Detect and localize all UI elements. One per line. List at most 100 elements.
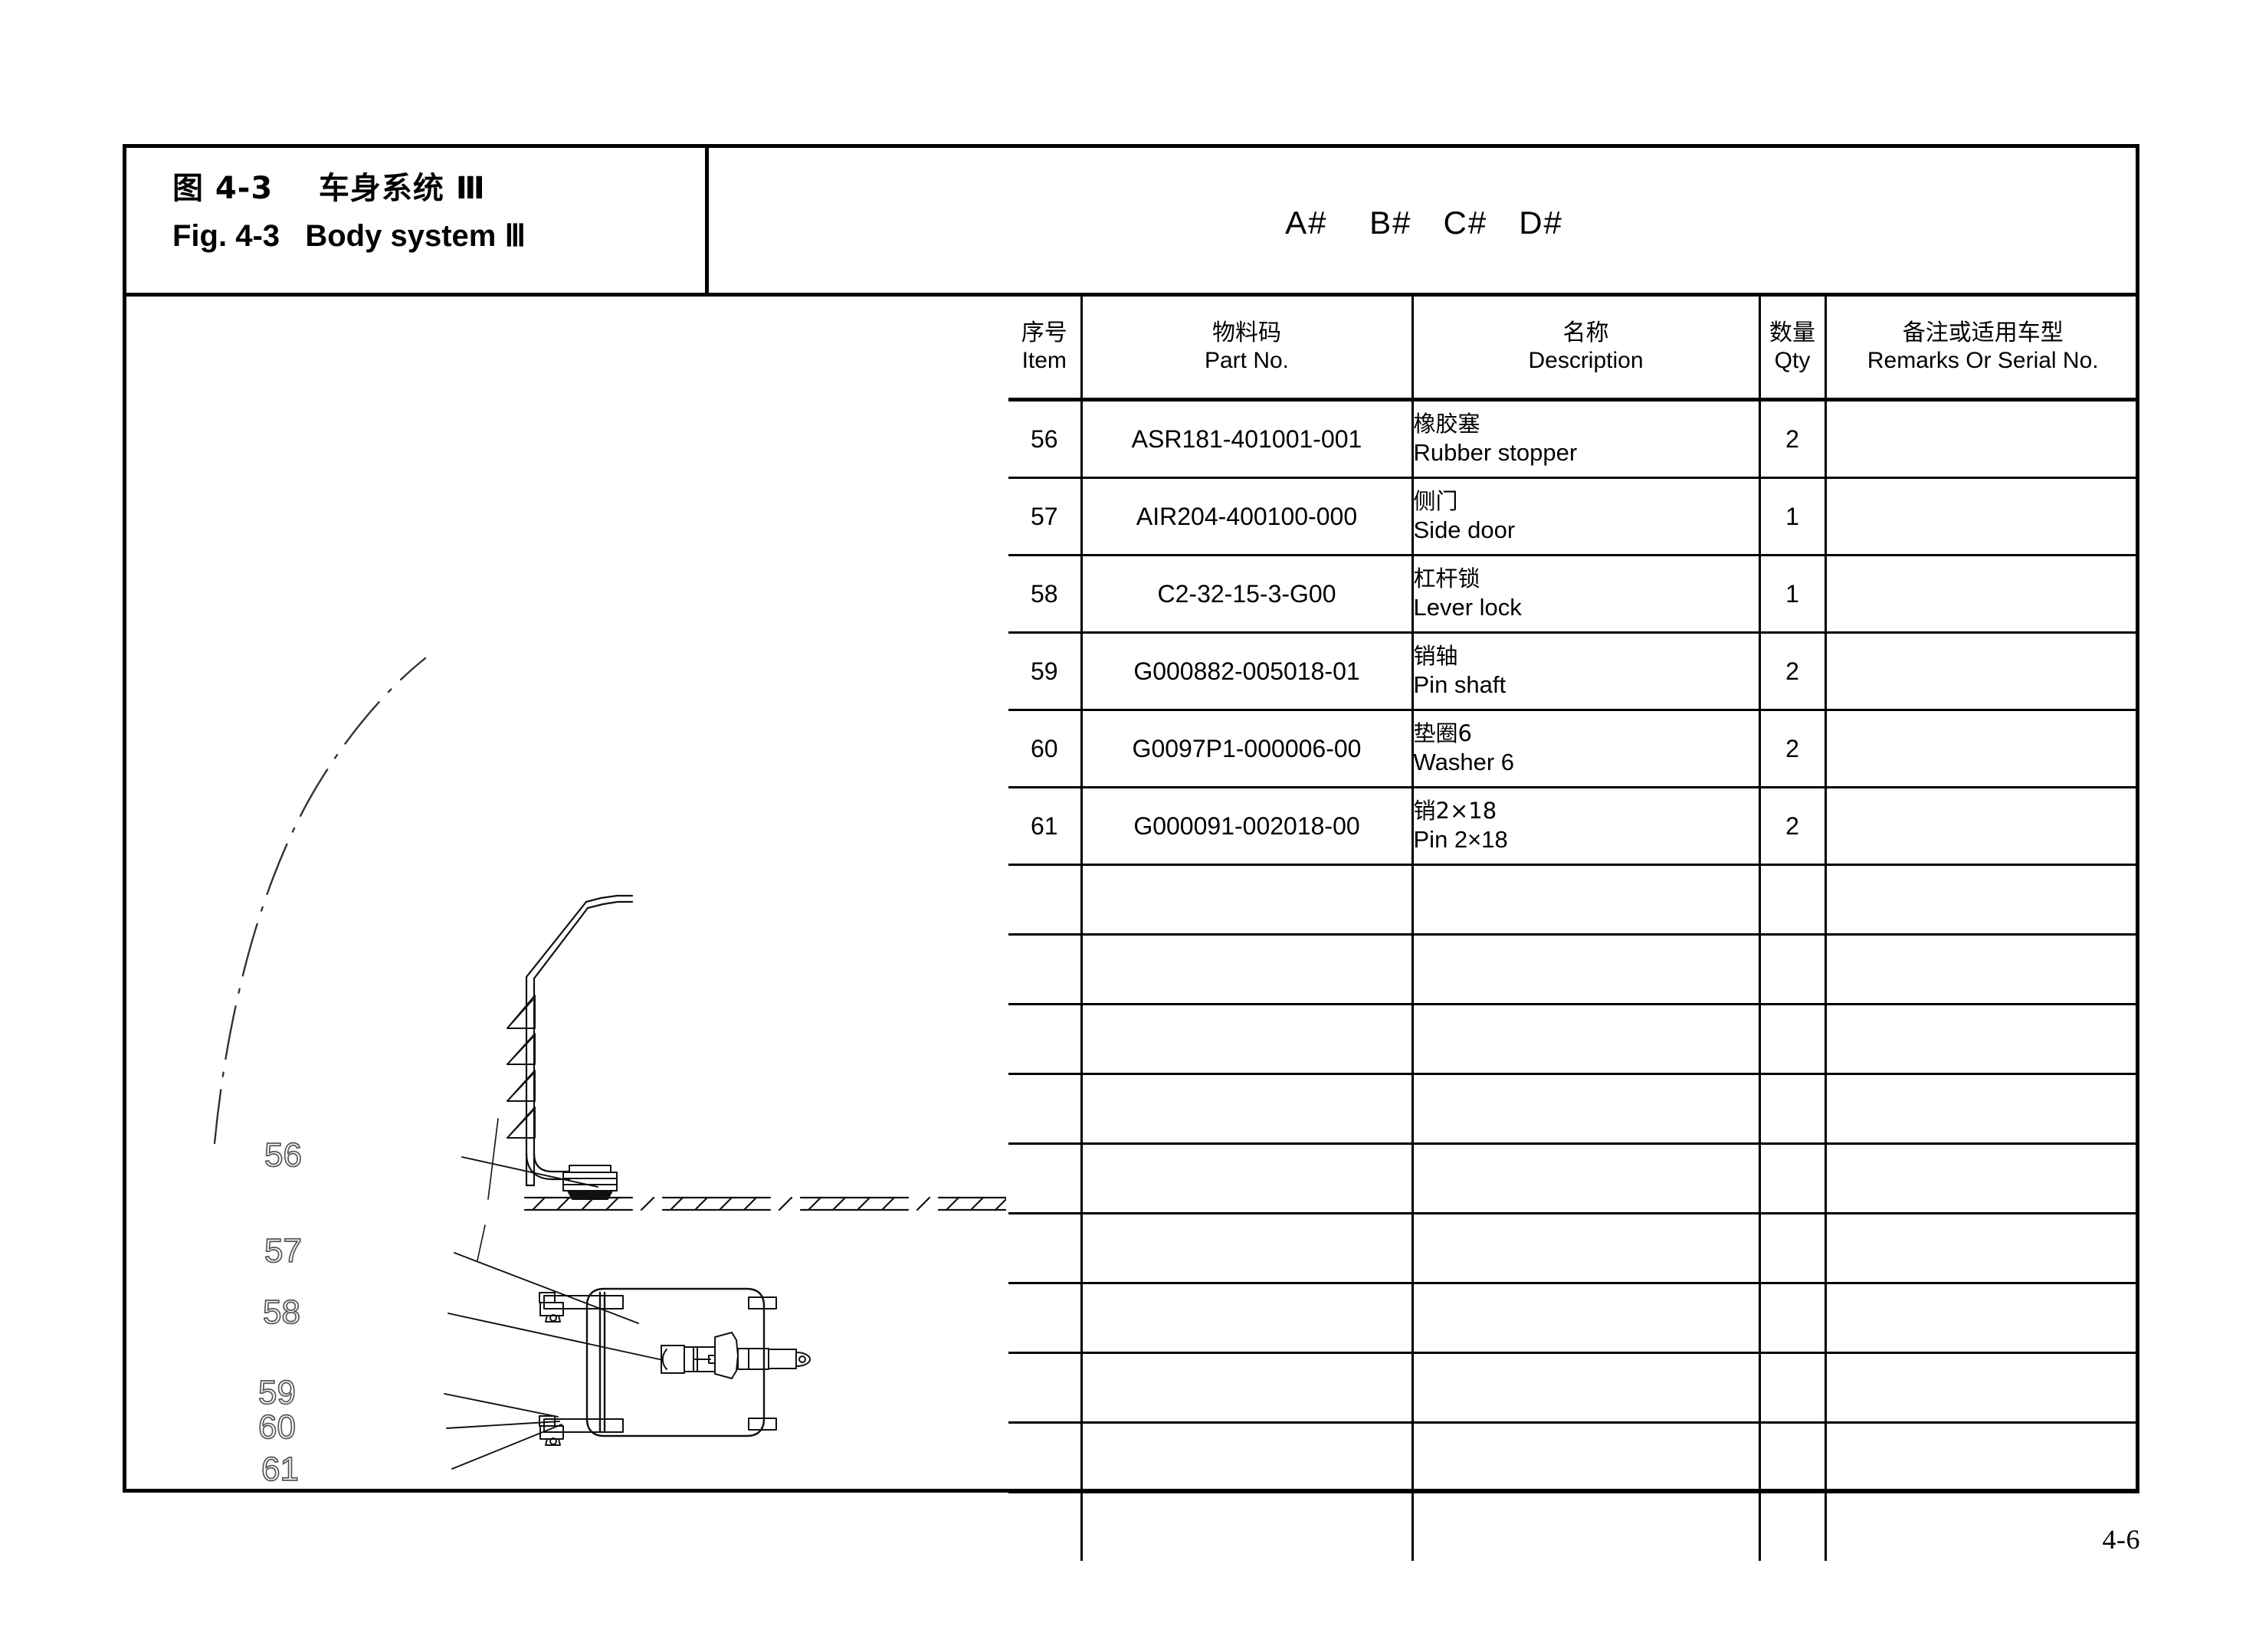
header-remarks-en: Remarks Or Serial No. bbox=[1867, 347, 2099, 373]
header-item-en: Item bbox=[1021, 347, 1067, 373]
header-qty-cn: 数量 bbox=[1769, 319, 1815, 346]
cell-description-en: Side door bbox=[1413, 516, 1516, 544]
cell-description-cn: 橡胶塞 bbox=[1413, 410, 1480, 437]
cell-remarks bbox=[1824, 786, 2139, 866]
table-row-empty bbox=[1008, 1352, 2139, 1424]
cell-part-no-empty bbox=[1080, 1142, 1414, 1214]
exploded-view-diagram: 56 57 58 59 60 61 bbox=[213, 657, 1006, 1489]
cell-item: 57 bbox=[1008, 477, 1083, 556]
cell-item-empty bbox=[1008, 1282, 1083, 1354]
cell-qty-empty bbox=[1758, 933, 1827, 1005]
cell-part-no: G000091-002018-00 bbox=[1080, 786, 1414, 866]
cell-description-en: Pin 2×18 bbox=[1413, 826, 1508, 854]
cell-item-empty bbox=[1008, 1352, 1083, 1424]
cell-description-empty bbox=[1411, 1352, 1761, 1424]
cell-description-empty bbox=[1411, 864, 1761, 936]
floor-section-hatching bbox=[523, 1196, 1006, 1211]
model-codes-cell: A# B# C# D# bbox=[713, 148, 2136, 293]
cell-qty-empty bbox=[1758, 1073, 1827, 1145]
panel-rib-tabs bbox=[507, 995, 536, 1139]
door-hinge-upper bbox=[539, 1292, 624, 1323]
callout-number-labels: 56 57 58 59 60 61 bbox=[257, 1136, 303, 1489]
cell-item-empty bbox=[1008, 1003, 1083, 1075]
drawing-sheet-frame: 图 4-3 车身系统 Ⅲ Fig. 4-3 Body system Ⅲ A# B… bbox=[123, 144, 2139, 1561]
cell-qty-empty bbox=[1758, 1003, 1827, 1075]
cell-qty: 2 bbox=[1758, 398, 1827, 479]
cell-qty: 1 bbox=[1758, 477, 1827, 556]
cell-part-no: G000882-005018-01 bbox=[1080, 631, 1414, 711]
body-contour-phantom-line bbox=[213, 657, 427, 1145]
cell-description-cn: 销2×18 bbox=[1413, 797, 1497, 824]
cell-description-empty bbox=[1411, 1073, 1761, 1145]
callout-label-60: 60 bbox=[258, 1408, 296, 1446]
header-qty: 数量 Qty bbox=[1758, 297, 1827, 402]
cell-qty: 2 bbox=[1758, 709, 1827, 788]
parts-list-table: 序号 Item 物料码 Part No. 名称 Description 数量 Q… bbox=[1008, 297, 2139, 1561]
cell-remarks-empty bbox=[1824, 1491, 2139, 1561]
header-description-cn: 名称 bbox=[1562, 319, 1609, 346]
header-description-en: Description bbox=[1528, 347, 1644, 373]
cell-description-en: Lever lock bbox=[1413, 594, 1522, 621]
cell-description-en: Pin shaft bbox=[1413, 671, 1507, 699]
cell-item-empty bbox=[1008, 1142, 1083, 1214]
door-hinge-lower bbox=[539, 1415, 624, 1446]
cell-part-no: G0097P1-000006-00 bbox=[1080, 709, 1414, 788]
cell-item: 61 bbox=[1008, 786, 1083, 866]
table-header-row: 序号 Item 物料码 Part No. 名称 Description 数量 Q… bbox=[1008, 297, 2139, 402]
cell-qty-empty bbox=[1758, 1491, 1827, 1561]
cell-part-no-empty bbox=[1080, 1003, 1414, 1075]
cell-description-empty bbox=[1411, 1421, 1761, 1493]
table-row-empty bbox=[1008, 1073, 2139, 1145]
cell-description-cn: 杠杆锁 bbox=[1413, 565, 1480, 592]
header-remarks: 备注或适用车型 Remarks Or Serial No. bbox=[1824, 297, 2139, 402]
cell-remarks-empty bbox=[1824, 1352, 2139, 1424]
header-part-no: 物料码 Part No. bbox=[1080, 297, 1414, 402]
cell-qty: 2 bbox=[1758, 786, 1827, 866]
cell-remarks bbox=[1824, 398, 2139, 479]
cell-part-no-empty bbox=[1080, 1421, 1414, 1493]
cell-part-no-empty bbox=[1080, 1352, 1414, 1424]
cell-remarks-empty bbox=[1824, 864, 2139, 936]
cell-description-empty bbox=[1411, 1491, 1761, 1561]
cell-part-no: ASR181-401001-001 bbox=[1080, 398, 1414, 479]
model-codes-label: A# B# C# D# bbox=[1285, 204, 1563, 241]
callout-leader-lines bbox=[444, 1156, 664, 1470]
cell-item-empty bbox=[1008, 1212, 1083, 1284]
figure-title-chinese: 图 4-3 车身系统 Ⅲ bbox=[172, 171, 486, 206]
header-part-no-cn: 物料码 bbox=[1212, 319, 1281, 346]
figure-title-english: Fig. 4-3 Body system Ⅲ bbox=[172, 219, 526, 253]
cell-remarks-empty bbox=[1824, 1073, 2139, 1145]
cell-part-no: C2-32-15-3-G00 bbox=[1080, 554, 1414, 634]
cell-remarks-empty bbox=[1824, 1003, 2139, 1075]
callout-label-59: 59 bbox=[258, 1374, 296, 1411]
table-row-empty bbox=[1008, 1491, 2139, 1561]
callout-label-57: 57 bbox=[264, 1232, 302, 1270]
table-row-empty bbox=[1008, 1212, 2139, 1284]
callout-label-61: 61 bbox=[261, 1450, 299, 1488]
lever-lock-part bbox=[661, 1332, 811, 1379]
cell-remarks bbox=[1824, 631, 2139, 711]
cell-item: 56 bbox=[1008, 398, 1083, 479]
header-qty-en: Qty bbox=[1774, 347, 1811, 373]
cell-qty-empty bbox=[1758, 1142, 1827, 1214]
cell-item-empty bbox=[1008, 1073, 1083, 1145]
cell-remarks bbox=[1824, 477, 2139, 556]
cell-item-empty bbox=[1008, 1421, 1083, 1493]
cell-part-no: AIR204-400100-000 bbox=[1080, 477, 1414, 556]
figure-title-cell: 图 4-3 车身系统 Ⅲ Fig. 4-3 Body system Ⅲ bbox=[126, 148, 709, 293]
table-row-empty bbox=[1008, 1282, 2139, 1354]
header-remarks-cn: 备注或适用车型 bbox=[1902, 319, 2064, 346]
cell-part-no-empty bbox=[1080, 1282, 1414, 1354]
cell-description-empty bbox=[1411, 1282, 1761, 1354]
cell-description-cn: 销轴 bbox=[1413, 642, 1458, 669]
cell-qty-empty bbox=[1758, 1212, 1827, 1284]
cell-part-no-empty bbox=[1080, 864, 1414, 936]
